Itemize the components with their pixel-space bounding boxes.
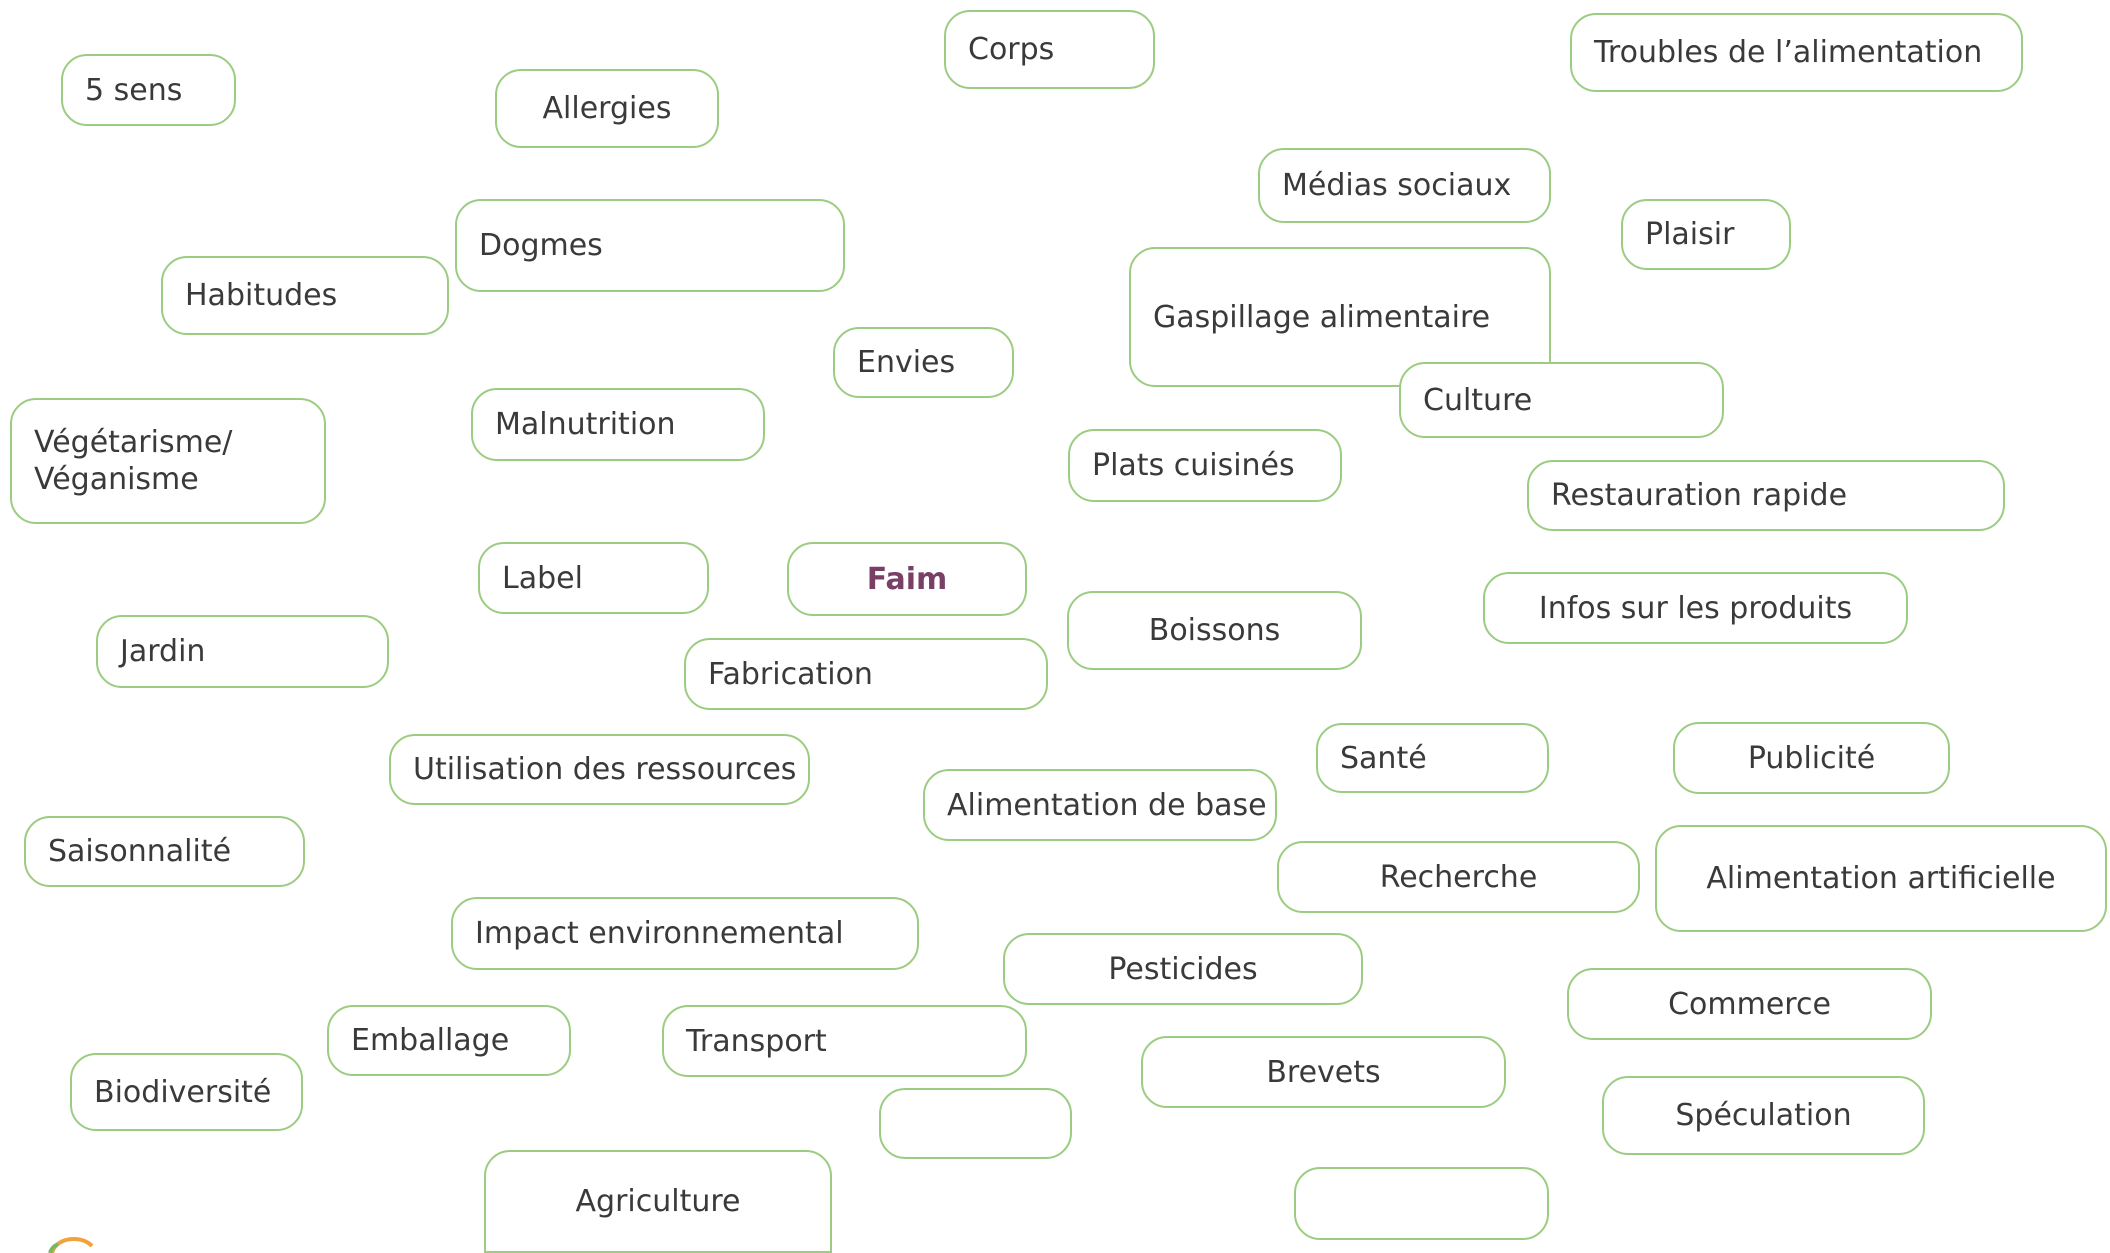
node-saisonnalite[interactable]: Saisonnalité (24, 816, 305, 887)
node-corps[interactable]: Corps (944, 10, 1155, 89)
node-allergies[interactable]: Allergies (495, 69, 719, 148)
node-sante[interactable]: Santé (1316, 723, 1549, 793)
node-agriculture[interactable]: Agriculture (484, 1150, 832, 1253)
node-faim[interactable]: Faim (787, 542, 1027, 616)
node-habitudes[interactable]: Habitudes (161, 256, 449, 335)
node-vegetarisme-line-1: Végétarisme/ (34, 425, 233, 460)
node-fabrication[interactable]: Fabrication (684, 638, 1048, 710)
node-empty-1[interactable] (879, 1088, 1072, 1159)
node-brevets[interactable]: Brevets (1141, 1036, 1506, 1108)
node-recherche[interactable]: Recherche (1277, 841, 1640, 913)
node-5-sens[interactable]: 5 sens (61, 54, 236, 126)
node-medias-sociaux[interactable]: Médias sociaux (1258, 148, 1551, 223)
node-jardin[interactable]: Jardin (96, 615, 389, 688)
node-malnutrition[interactable]: Malnutrition (471, 388, 765, 461)
node-alimentation-artificielle[interactable]: Alimentation artificielle (1655, 825, 2107, 932)
node-plats-cuisines[interactable]: Plats cuisinés (1068, 429, 1342, 502)
node-envies[interactable]: Envies (833, 327, 1014, 398)
node-empty-2[interactable] (1294, 1167, 1549, 1240)
node-gaspillage-alimentaire[interactable]: Gaspillage alimentaire (1129, 247, 1551, 387)
logo-icon (48, 1236, 94, 1253)
node-vegetarisme-line-2: Véganisme (34, 462, 199, 497)
node-biodiversite[interactable]: Biodiversité (70, 1053, 303, 1131)
node-publicite[interactable]: Publicité (1673, 722, 1950, 794)
node-vegetarisme-veganisme[interactable]: Végétarisme/ Véganisme (10, 398, 326, 524)
node-plaisir[interactable]: Plaisir (1621, 199, 1791, 270)
node-transport[interactable]: Transport (662, 1005, 1027, 1077)
node-speculation[interactable]: Spéculation (1602, 1076, 1925, 1155)
node-infos-produits[interactable]: Infos sur les produits (1483, 572, 1908, 644)
node-emballage[interactable]: Emballage (327, 1005, 571, 1076)
node-utilisation-ressources[interactable]: Utilisation des ressources (389, 734, 810, 805)
node-alimentation-de-base[interactable]: Alimentation de base (923, 769, 1277, 841)
node-pesticides[interactable]: Pesticides (1003, 933, 1363, 1005)
node-troubles-alimentation[interactable]: Troubles de l’alimentation (1570, 13, 2023, 92)
node-label[interactable]: Label (478, 542, 709, 614)
node-restauration-rapide[interactable]: Restauration rapide (1527, 460, 2005, 531)
node-commerce[interactable]: Commerce (1567, 968, 1932, 1040)
node-impact-environnemental[interactable]: Impact environnemental (451, 897, 919, 970)
node-boissons[interactable]: Boissons (1067, 591, 1362, 670)
node-dogmes[interactable]: Dogmes (455, 199, 845, 292)
node-culture[interactable]: Culture (1399, 362, 1724, 438)
